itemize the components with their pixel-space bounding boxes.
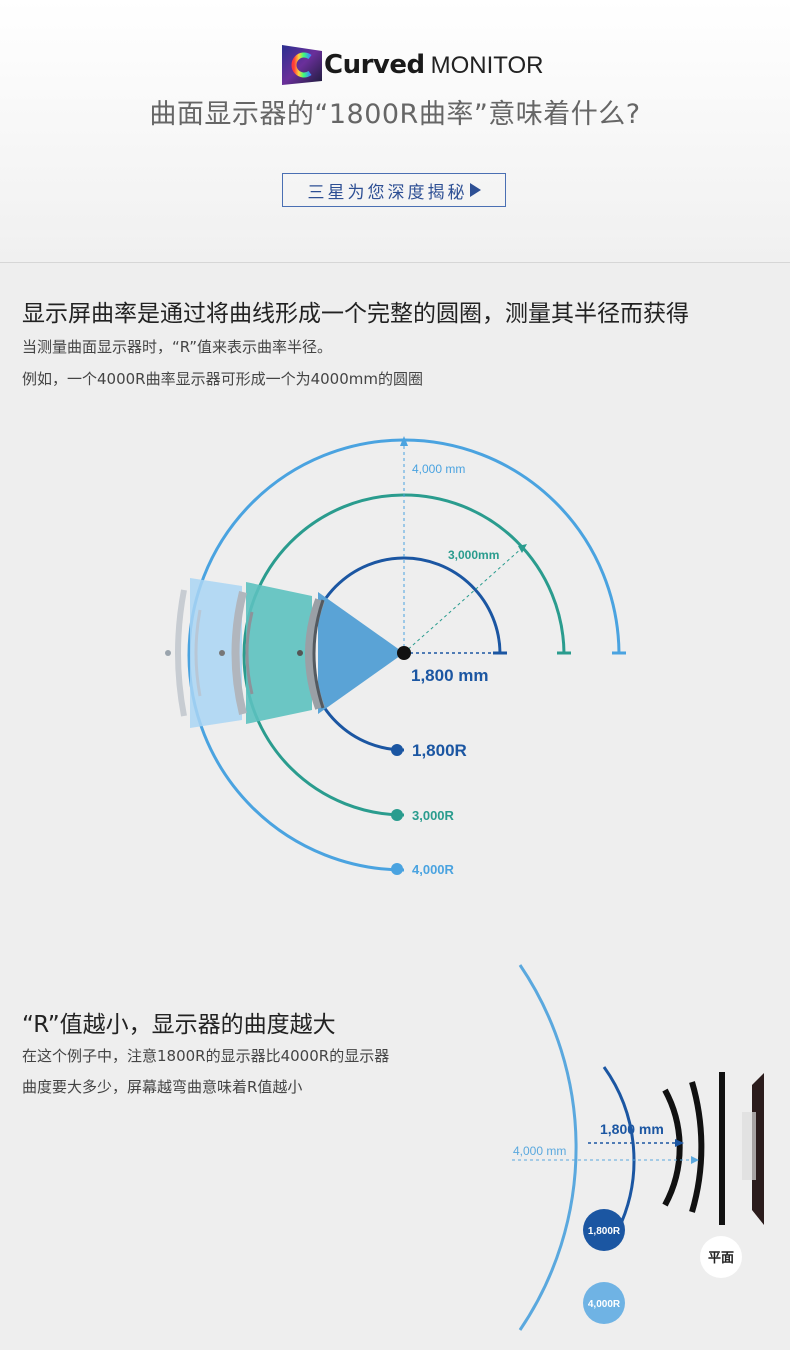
logo-word: Curved xyxy=(324,50,425,80)
label-4000mm: 4,000 mm xyxy=(412,462,465,476)
monitor-side-icon xyxy=(752,1073,764,1225)
rainbow-c-icon xyxy=(282,43,322,85)
cone-1800 xyxy=(318,592,404,714)
diagram1: 4,000 mm 3,000mm 1,800 mm 1,800R 3,000R … xyxy=(165,436,626,877)
section2-heading: “R”值越小，显示器的曲度越大 xyxy=(22,1012,336,1038)
label-1800mm: 1,800 mm xyxy=(411,666,489,685)
label-4000mm-2: 4,000 mm xyxy=(513,1144,566,1158)
play-arrow-icon xyxy=(469,183,481,197)
monitor-1800r-icon xyxy=(662,1088,683,1207)
section1-heading: 显示屏曲率是通过将曲线形成一个完整的圆圈，测量其半径而获得 xyxy=(22,301,689,327)
legend-1800r: 1,800R xyxy=(412,741,467,760)
cta-label: 三星为您深度揭秘 xyxy=(307,182,468,203)
logo-monitor: MONITOR xyxy=(430,52,544,79)
section2-line1: 在这个例子中，注意1800R的显示器比4000R的显示器 xyxy=(22,1047,390,1065)
cone-3000 xyxy=(246,582,312,724)
cone-4000 xyxy=(190,578,242,728)
header-banner: Curved MONITOR 曲面显示器的“1800R曲率”意味着什么? 三星为… xyxy=(0,0,790,263)
badge-4000r-label: 4,000R xyxy=(588,1299,621,1310)
legend-dot-1800 xyxy=(391,744,403,756)
monitor-4000-icon xyxy=(175,589,187,717)
legend-3000r: 3,000R xyxy=(412,808,455,823)
badge-flat-label: 平面 xyxy=(708,1251,734,1266)
curved-monitor-logo: Curved MONITOR xyxy=(282,43,544,85)
legend-dot-4000 xyxy=(391,863,403,875)
section1-line1: 当测量曲面显示器时，“R”值来表示曲率半径。 xyxy=(22,338,333,356)
radius-3000 xyxy=(403,547,523,654)
samsung-reveal-button[interactable]: 三星为您深度揭秘 xyxy=(282,173,506,207)
arc-1800r-small xyxy=(602,1066,636,1231)
monitor-1800-icon xyxy=(305,598,325,710)
monitor-3000-icon xyxy=(231,591,247,715)
badge-4000r xyxy=(583,1282,625,1324)
badge-flat xyxy=(700,1236,742,1278)
label-1800mm-2: 1,800 mm xyxy=(600,1121,664,1137)
arc-4000r-large xyxy=(518,964,578,1331)
badge-1800r xyxy=(583,1209,625,1251)
diagram2: 1,800 mm 4,000 mm 1,800R 4,000R 平面 xyxy=(512,964,764,1331)
legend-4000r: 4,000R xyxy=(412,862,455,877)
arc-1800r xyxy=(306,556,502,752)
monitor-4000r-icon xyxy=(689,1081,705,1213)
center-point xyxy=(397,646,411,660)
legend-dot-3000 xyxy=(391,809,403,821)
arc-4000r xyxy=(187,438,621,872)
section1-line2: 例如，一个4000R曲率显示器可形成一个为4000mm的圆圈 xyxy=(22,370,423,388)
page-title: 曲面显示器的“1800R曲率”意味着什么? xyxy=(149,99,641,130)
badge-1800r-label: 1,800R xyxy=(588,1226,621,1237)
label-3000mm: 3,000mm xyxy=(448,548,499,562)
section2-line2: 曲度要大多少，屏幕越弯曲意味着R值越小 xyxy=(22,1078,303,1096)
